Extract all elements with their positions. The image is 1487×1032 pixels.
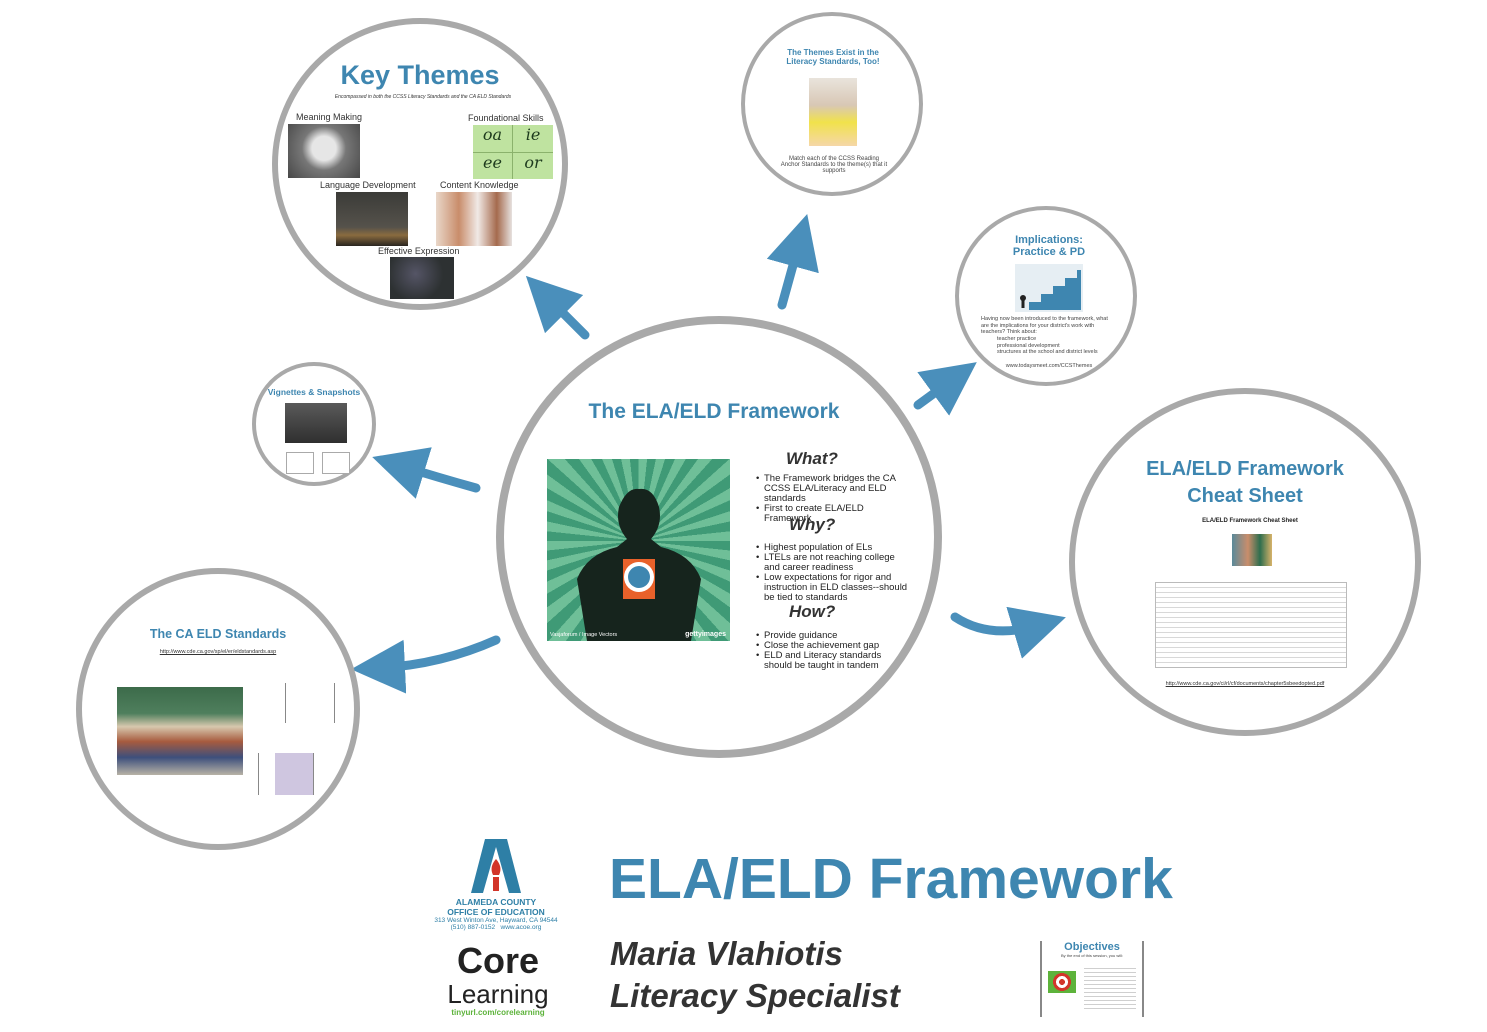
polaroid-strip-image [285, 403, 347, 443]
vignettes-circle[interactable]: Vignettes & Snapshots [252, 362, 376, 486]
core-url[interactable]: tinyurl.com/corelearning [451, 1008, 545, 1017]
acoe-logo: ALAMEDA COUNTY OFFICE OF EDUCATION 313 W… [418, 837, 574, 937]
arrow-to-implications [913, 362, 977, 416]
superhero-silhouette-icon [577, 488, 701, 641]
key-themes-subtitle: Encompassed in both the CCSS Literacy St… [334, 94, 512, 100]
themes-exist-caption: Match each of the CCSS Reading Anchor St… [780, 156, 888, 174]
cheat-sheet-doc-body [1155, 582, 1347, 668]
vignette-thumb-2[interactable] [322, 452, 350, 474]
vignette-thumb-1[interactable] [286, 452, 314, 474]
cheat-sheet-link[interactable]: http://www.cde.ca.gov/ci/rl/cf/documents… [1165, 681, 1325, 687]
presenter-role: Literacy Specialist [610, 977, 900, 1014]
acoe-contact: (510) 887-0152 www.acoe.org [450, 924, 542, 931]
cheat-sheet-doc[interactable]: ELA/ELD Framework Cheat Sheet [1155, 518, 1347, 668]
eld-doc-thumb-2[interactable] [258, 753, 314, 795]
learning-word: Learning [447, 979, 549, 1009]
objectives-title: Objectives [1064, 941, 1120, 953]
cheat-sheet-circle[interactable]: ELA/ELD Framework Cheat Sheet ELA/ELD Fr… [1069, 388, 1421, 736]
arrow-to-themes-exist [766, 213, 819, 310]
cheat-sheet-title: ELA/ELD Framework Cheat Sheet [1146, 458, 1344, 507]
classroom-kids-image [117, 687, 243, 775]
implications-body: Having now been introduced to the framew… [981, 316, 1108, 335]
theme-foundational-skills: Foundational Skills [468, 113, 544, 123]
key-themes-title: Key Themes [340, 60, 500, 90]
how-heading: How? [789, 602, 836, 621]
core-learning-logo: Core Learning tinyurl.com/corelearning [434, 942, 562, 1026]
objectives-frame[interactable]: Objectives By the end of this session, y… [1040, 941, 1144, 1017]
themes-exist-circle[interactable]: The Themes Exist in the Literacy Standar… [741, 12, 923, 196]
implications-link[interactable]: www.todaysmeet.com/CCSThemes [1005, 363, 1093, 369]
implications-circle[interactable]: Implications: Practice & PD Having now b… [955, 206, 1137, 386]
eld-standards-link[interactable]: http://www.cde.ca.gov/sp/el/er/eldstanda… [159, 649, 277, 655]
image-credit: Vasjaforum / Image Vectors [550, 632, 618, 638]
image-brand: gettyimages [685, 631, 726, 638]
lightbulb-image [288, 124, 360, 178]
implications-bullets: teacher practice professional developmen… [997, 336, 1098, 355]
eld-doc-thumb-1[interactable] [285, 683, 335, 723]
stairs-icon [1015, 264, 1083, 312]
science-kids-image [436, 192, 512, 246]
acoe-a-torch-icon [471, 839, 521, 893]
key-themes-circle[interactable]: Key Themes Encompassed in both the CCSS … [272, 18, 568, 310]
core-word: Core [456, 940, 540, 981]
acoe-address: 313 West Winton Ave, Hayward, CA 94544 [434, 917, 558, 924]
presenter-name: Maria Vlahiotis [610, 935, 843, 972]
theme-language-development: Language Development [320, 180, 416, 190]
vignettes-title: Vignettes & Snapshots [267, 387, 361, 397]
theme-meaning-making: Meaning Making [296, 112, 363, 122]
why-list: Highest population of ELs LTELs are not … [756, 543, 908, 603]
teachers-photo [1232, 534, 1272, 566]
eld-standards-title: The CA ELD Standards [149, 627, 287, 641]
arrow-to-cheat-sheet [950, 606, 1066, 659]
objectives-text-lines [1084, 965, 1136, 1011]
center-title: The ELA/ELD Framework [588, 400, 840, 423]
arrow-to-key-themes [525, 275, 590, 340]
implications-title: Implications: Practice & PD [1012, 234, 1086, 258]
how-list: Provide guidance Close the achievement g… [756, 631, 906, 671]
stairs-image [1015, 264, 1083, 312]
theme-effective-expression: Effective Expression [378, 246, 460, 256]
what-list: The Framework bridges the CA CCSS ELA/Li… [756, 474, 908, 524]
letter-tiles-image: oa ie ee or [473, 125, 553, 179]
objectives-sub: By the end of this session, you will: [1060, 953, 1124, 958]
main-title: ELA/ELD Framework [609, 847, 1173, 911]
acoe-name: ALAMEDA COUNTY OFFICE OF EDUCATION [447, 897, 545, 917]
what-heading: What? [786, 449, 838, 468]
theme-content-knowledge: Content Knowledge [440, 180, 519, 190]
eld-standards-circle[interactable]: The CA ELD Standards http://www.cde.ca.g… [76, 568, 360, 850]
objectives-target-image [1048, 971, 1076, 993]
arrow-to-vignettes [372, 447, 481, 499]
cheat-sheet-doc-title: ELA/ELD Framework Cheat Sheet [1202, 518, 1298, 524]
book-tree-image [336, 192, 408, 246]
center-framework-circle[interactable]: The ELA/ELD Framework Vasjaforum / Image… [496, 316, 942, 758]
themes-exist-title: The Themes Exist in the Literacy Standar… [786, 48, 880, 66]
arrow-to-eld-standards [351, 635, 501, 694]
girl-with-paper-image [809, 78, 857, 146]
chalkboard-image [390, 257, 454, 299]
why-heading: Why? [789, 515, 836, 534]
superhero-image: Vasjaforum / Image Vectors gettyimages [547, 459, 730, 641]
